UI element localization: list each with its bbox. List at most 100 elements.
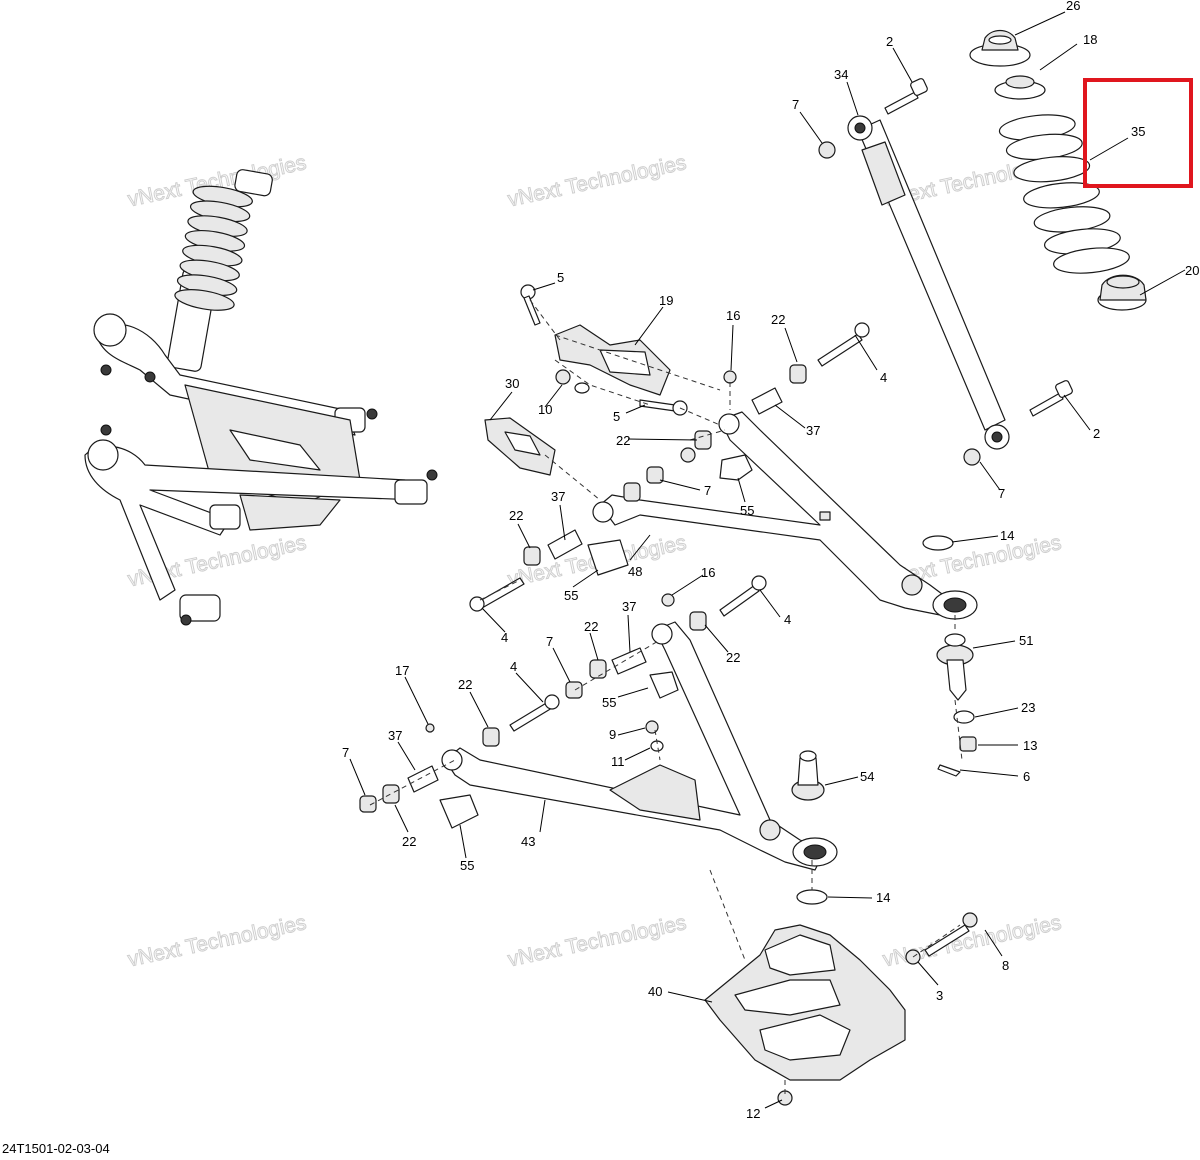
- callout-43: 43: [521, 834, 535, 849]
- part-51-ball-joint: [936, 633, 974, 701]
- callout-labels: 26 18 2 34 7 35 20 5 19 16 22 4 30 10 5 …: [342, 0, 1199, 1121]
- svg-text:vNext Technologies: vNext Technologies: [126, 911, 309, 971]
- callout-7: 7: [546, 634, 553, 649]
- part-30-mounting-plate: [484, 417, 556, 476]
- callout-22: 22: [771, 312, 785, 327]
- callout-4: 4: [880, 370, 887, 385]
- part-22-bushing-4: [523, 546, 541, 566]
- callout-35: 35: [1131, 124, 1145, 139]
- part-26-spring-cup: [969, 29, 1031, 67]
- callout-55: 55: [602, 695, 616, 710]
- part-55-tab-2: [587, 539, 629, 576]
- part-20-spring-seat: [1097, 274, 1147, 311]
- part-43-lower-a-arm: [441, 621, 838, 871]
- assembled-suspension-view: [84, 169, 438, 626]
- callout-4: 4: [784, 612, 791, 627]
- callout-37: 37: [806, 423, 820, 438]
- part-22-bushing-7: [482, 727, 500, 747]
- callout-8: 8: [1002, 958, 1009, 973]
- callout-30: 30: [505, 376, 519, 391]
- callout-17: 17: [395, 663, 409, 678]
- callout-22: 22: [458, 677, 472, 692]
- part-22-bushing-6: [589, 659, 607, 679]
- callout-37: 37: [551, 489, 565, 504]
- part-16-grease-fitting-lower: [661, 593, 675, 607]
- callout-20: 20: [1185, 263, 1199, 278]
- part-5-bolt-lower: [639, 399, 688, 416]
- part-13-nut: [959, 736, 977, 752]
- callout-14: 14: [876, 890, 890, 905]
- part-7-nut-lower: [963, 448, 981, 466]
- assembled-lower-arm: [84, 424, 438, 626]
- svg-text:vNext Technologies: vNext Technologies: [506, 911, 689, 971]
- callout-55: 55: [460, 858, 474, 873]
- part-54-ball-joint: [791, 750, 825, 801]
- drawing-code: 24T1501-02-03-04: [2, 1141, 110, 1156]
- svg-text:vNext Technologies: vNext Technologies: [506, 151, 689, 211]
- callout-7: 7: [342, 745, 349, 760]
- part-7-nut-lower-1: [565, 681, 583, 699]
- watermark: vNext Technologies: [505, 151, 689, 212]
- part-23-washer: [953, 710, 975, 724]
- shock-absorber-exploded: [818, 29, 1147, 466]
- part-7-nut-arm-2: [680, 447, 696, 463]
- callout-34: 34: [834, 67, 848, 82]
- callout-7: 7: [998, 486, 1005, 501]
- callout-22: 22: [726, 650, 740, 665]
- part-10-nut: [555, 369, 571, 385]
- callout-2: 2: [886, 34, 893, 49]
- callout-23: 23: [1021, 700, 1035, 715]
- callout-22: 22: [616, 433, 630, 448]
- callout-48: 48: [628, 564, 642, 579]
- callout-10: 10: [538, 402, 552, 417]
- part-4-bolt-lower-rear: [509, 694, 560, 732]
- part-22-bushing-2: [694, 430, 712, 450]
- callout-3: 3: [936, 988, 943, 1003]
- callout-37: 37: [388, 728, 402, 743]
- part-55-tab-3: [649, 671, 679, 699]
- part-16-grease-fitting-upper: [723, 370, 737, 384]
- callout-7: 7: [792, 97, 799, 112]
- assembled-shock-absorber: [166, 169, 273, 372]
- callout-51: 51: [1019, 633, 1033, 648]
- part-22-bushing-1: [789, 364, 807, 384]
- callout-5: 5: [613, 409, 620, 424]
- callout-11: 11: [611, 754, 625, 769]
- lower-arm-exploded: [359, 575, 838, 905]
- callout-54: 54: [860, 769, 874, 784]
- part-55-tab-4: [439, 794, 479, 829]
- callout-13: 13: [1023, 738, 1037, 753]
- watermark: vNext Technologies: [125, 911, 309, 972]
- part-37-sleeve-4: [407, 765, 439, 793]
- part-2-shock-bolt-lower: [1029, 380, 1073, 417]
- callout-4: 4: [501, 630, 508, 645]
- part-55-tab-1: [719, 454, 753, 481]
- part-10-washer: [574, 382, 590, 394]
- callout-22: 22: [509, 508, 523, 523]
- callout-18: 18: [1083, 32, 1097, 47]
- part-34-shock-absorber: [847, 115, 1010, 450]
- part-6-cotter-pin: [937, 764, 961, 777]
- callout-55: 55: [564, 588, 578, 603]
- callout-16: 16: [701, 565, 715, 580]
- part-17-grease-fitting: [425, 723, 435, 733]
- part-4-bolt-upper-rear: [469, 577, 525, 612]
- callout-37: 37: [622, 599, 636, 614]
- callout-2: 2: [1093, 426, 1100, 441]
- watermark: vNext Technologies: [505, 911, 689, 972]
- part-4-bolt-upper-front: [817, 322, 870, 367]
- part-18-spring-spacer: [994, 75, 1046, 100]
- callout-16: 16: [726, 308, 740, 323]
- part-7-nut-upper: [818, 141, 836, 159]
- part-22-bushing-5: [689, 611, 707, 631]
- highlight-box: [1083, 78, 1193, 188]
- assembly-lines: [369, 299, 963, 1095]
- callout-26: 26: [1066, 0, 1080, 13]
- part-7-nut-arm: [646, 466, 664, 484]
- part-22-bushing-8: [382, 784, 400, 804]
- callout-5: 5: [557, 270, 564, 285]
- callout-22: 22: [402, 834, 416, 849]
- callout-14: 14: [1000, 528, 1014, 543]
- callout-19: 19: [659, 293, 673, 308]
